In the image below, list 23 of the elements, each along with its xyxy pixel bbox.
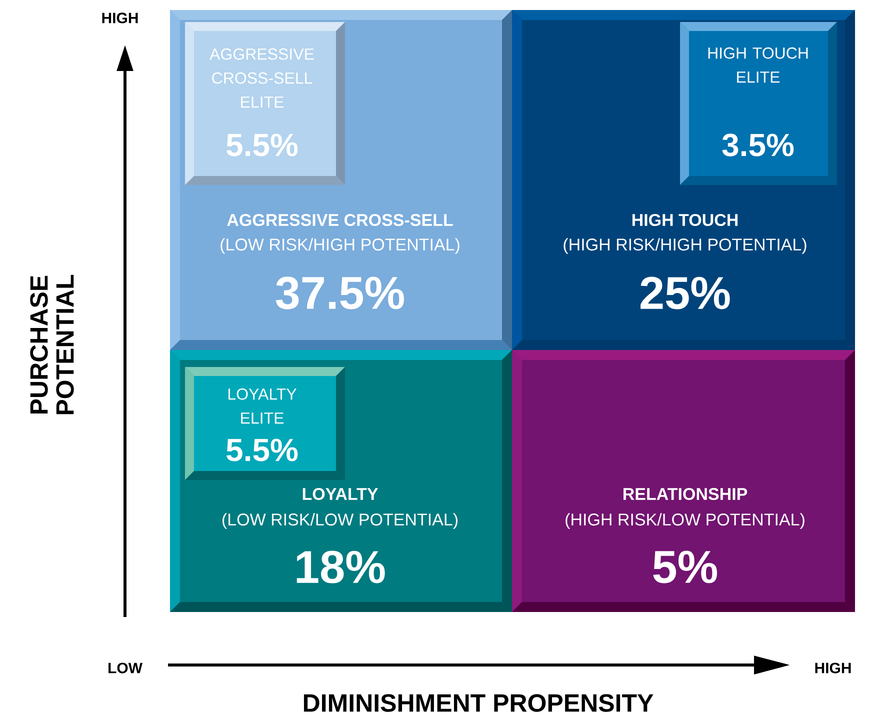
percentage: 5.5% xyxy=(226,134,298,156)
percentage: 5% xyxy=(653,550,718,584)
quadrant-title: HIGH TOUCH xyxy=(632,214,738,226)
elite-label: HIGH TOUCH ELITE xyxy=(708,47,808,83)
quadrant-subtitle: (LOW RISK/HIGH POTENTIAL) xyxy=(220,238,460,254)
quadrant-subtitle: (HIGH RISK/HIGH POTENTIAL) xyxy=(564,238,806,254)
percentage: 5.5% xyxy=(226,438,298,462)
axis-label: HIGH xyxy=(102,12,138,24)
axis-title: DIMINISHMENT PROPENSITY xyxy=(304,694,654,712)
quadrant-subtitle: (LOW RISK/LOW POTENTIAL) xyxy=(222,513,458,529)
percentage: 18% xyxy=(296,550,385,584)
axis-label: LOW xyxy=(108,662,142,674)
elite-label: LOYALTY ELITE xyxy=(228,388,296,424)
percentage: 3.5% xyxy=(722,134,794,156)
quadrant-subtitle: (HIGH RISK/LOW POTENTIAL) xyxy=(566,513,804,529)
quadrant-title: AGGRESSIVE CROSS-SELL xyxy=(227,214,453,226)
axis-label: HIGH xyxy=(815,662,851,674)
percentage: 25% xyxy=(640,276,730,310)
quadrant-title: RELATIONSHIP xyxy=(624,488,748,500)
elite-label: AGGRESSIVE CROSS-SELL ELITE xyxy=(210,48,314,108)
quadrant-title: LOYALTY xyxy=(302,488,378,500)
percentage: 37.5% xyxy=(276,276,404,310)
axis-title: PURCHASE POTENTIAL xyxy=(30,274,74,414)
